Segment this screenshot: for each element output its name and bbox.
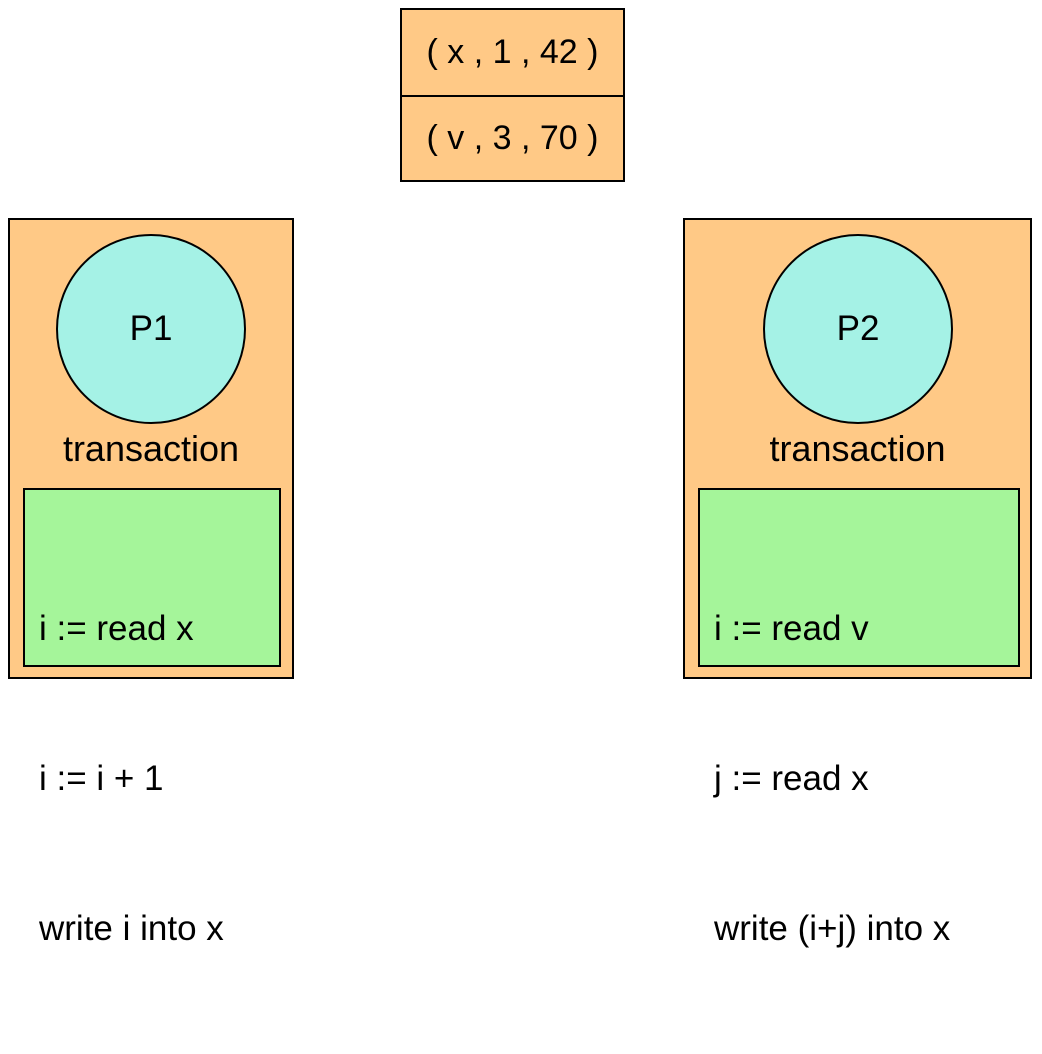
data-store: ( x , 1 , 42 ) ( v , 3 , 70 ) <box>400 8 625 182</box>
process-p2-container: P2 transaction i := read v j := read x w… <box>683 218 1032 948</box>
process-p1-name: P1 <box>129 309 173 348</box>
code-line: i := i + 1 <box>39 759 164 798</box>
store-entry-v: ( v , 3 , 70 ) <box>402 95 623 180</box>
process-p1-transaction-label: transaction <box>62 428 240 469</box>
code-line: write i into x <box>39 909 224 948</box>
process-p1-code-block: i := read x i := i + 1 write i into x <box>23 488 281 948</box>
code-line: i := read x <box>39 609 194 648</box>
process-p2-code-block: i := read v j := read x write (i+j) into… <box>698 488 1020 948</box>
code-line: j := read x <box>714 759 869 798</box>
process-p2-transaction-label: transaction <box>769 428 946 469</box>
process-p2-name: P2 <box>836 309 880 348</box>
code-line: i := read v <box>714 609 869 648</box>
process-p1-node: P1 <box>56 234 246 424</box>
process-p1-container: P1 transaction i := read x i := i + 1 wr… <box>8 218 294 948</box>
process-p2-node: P2 <box>763 234 953 424</box>
store-entry-x: ( x , 1 , 42 ) <box>426 33 599 71</box>
code-line: write (i+j) into x <box>714 909 951 948</box>
